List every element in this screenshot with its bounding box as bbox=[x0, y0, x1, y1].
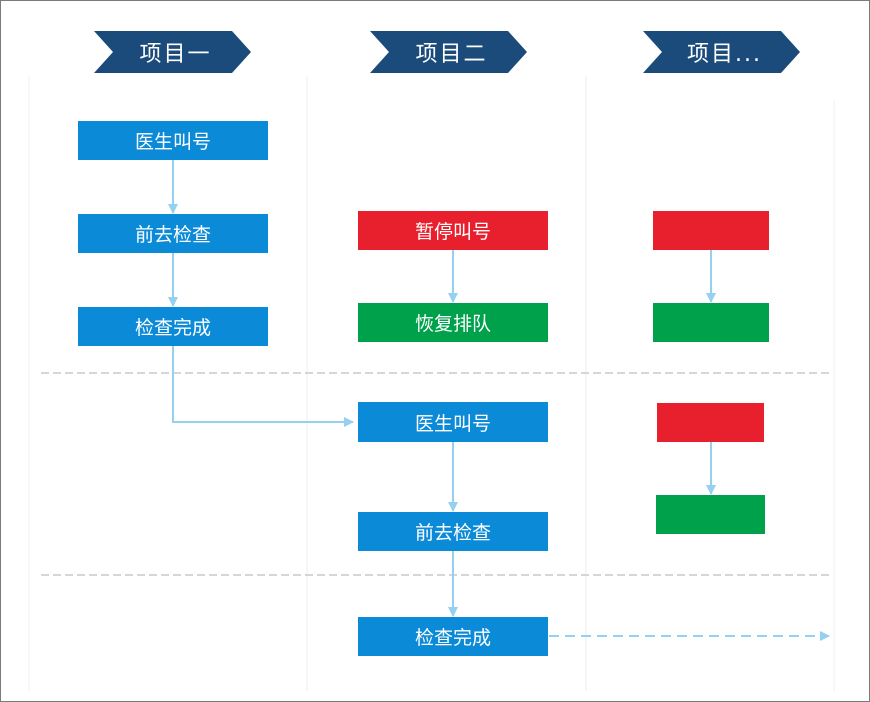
node-c1-doctor-call: 医生叫号 bbox=[78, 121, 268, 160]
header-label: 项目... bbox=[687, 42, 762, 67]
node-c3-pause-placeholder-2 bbox=[657, 403, 764, 442]
header-project-2: 项目二 bbox=[370, 31, 527, 73]
header-label: 项目二 bbox=[415, 42, 488, 67]
chevron-banner-icon bbox=[94, 31, 251, 73]
arrow-c1-to-c2 bbox=[172, 346, 354, 427]
node-c1-exam-done: 检查完成 bbox=[78, 307, 268, 346]
node-c3-pause-placeholder bbox=[653, 211, 769, 250]
header-label: 项目一 bbox=[139, 42, 212, 67]
node-c3-resume-placeholder-2 bbox=[656, 495, 765, 534]
node-c2-exam-done: 检查完成 bbox=[358, 617, 548, 656]
node-c2-go-exam: 前去检查 bbox=[358, 512, 548, 551]
node-c2-pause-call: 暂停叫号 bbox=[358, 211, 548, 250]
chevron-banner-icon bbox=[643, 31, 800, 73]
node-c3-resume-placeholder bbox=[653, 303, 769, 342]
node-c2-doctor-call: 医生叫号 bbox=[358, 402, 548, 442]
node-c2-resume-queue: 恢复排队 bbox=[358, 303, 548, 342]
header-project-1: 项目一 bbox=[94, 31, 251, 73]
node-c1-go-exam: 前去检查 bbox=[78, 214, 268, 253]
header-project-more: 项目... bbox=[643, 31, 800, 73]
chevron-banner-icon bbox=[370, 31, 527, 73]
